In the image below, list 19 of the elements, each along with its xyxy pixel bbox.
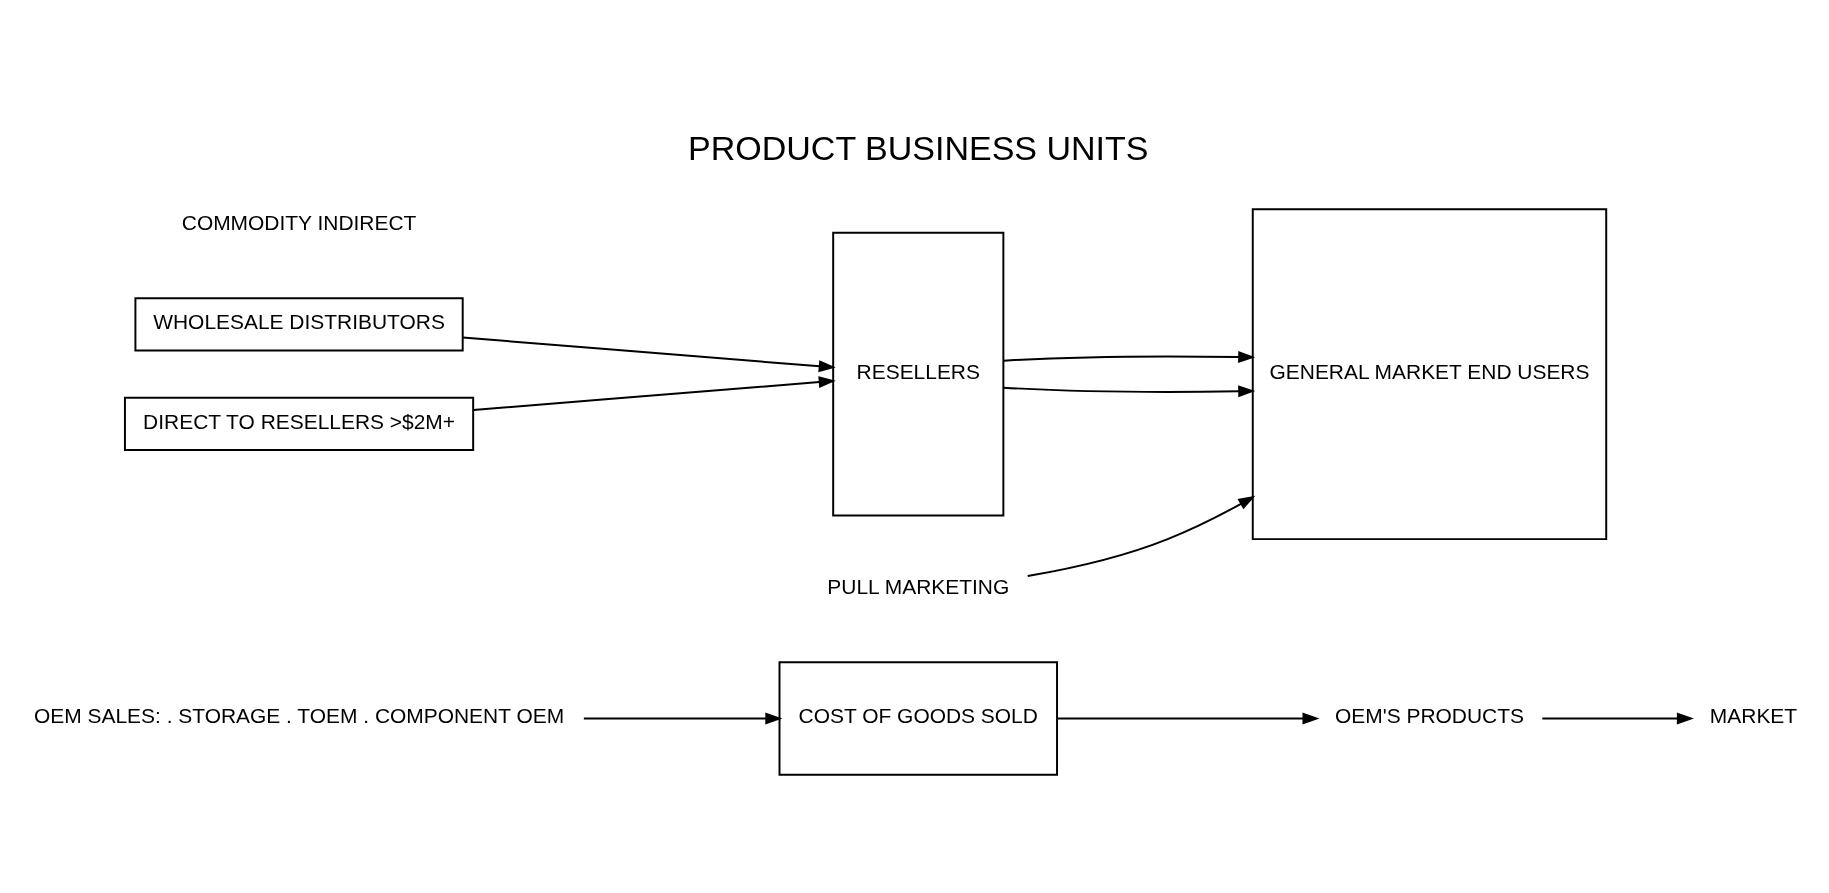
node-box: GENERAL MARKET END USERS [1251, 208, 1607, 541]
arrow [1002, 351, 1255, 363]
label: COMMODITY INDIRECT [181, 210, 416, 234]
arrow [1002, 385, 1255, 398]
node-text: OEM SALES: . STORAGE . TOEM . COMPONENT OEM [33, 704, 564, 728]
node-box: RESELLERS [831, 231, 1004, 517]
node-text: PULL MARKETING [826, 574, 1009, 598]
node-text: MARKET [1709, 704, 1797, 728]
node-box: COST OF GOODS SOLD [778, 661, 1058, 776]
arrow [1055, 712, 1320, 725]
arrow [582, 712, 782, 725]
node-box: DIRECT TO RESELLERS >$2M+ [123, 396, 474, 452]
arrow [461, 336, 836, 373]
node-box: WHOLESALE DISTRIBUTORS [133, 297, 464, 352]
node-text: OEM'S PRODUCTS [1334, 704, 1524, 728]
arrow [1026, 495, 1255, 577]
arrow [471, 376, 836, 411]
label: PRODUCT BUSINESS UNITS [687, 128, 1149, 167]
arrow [1540, 712, 1694, 725]
